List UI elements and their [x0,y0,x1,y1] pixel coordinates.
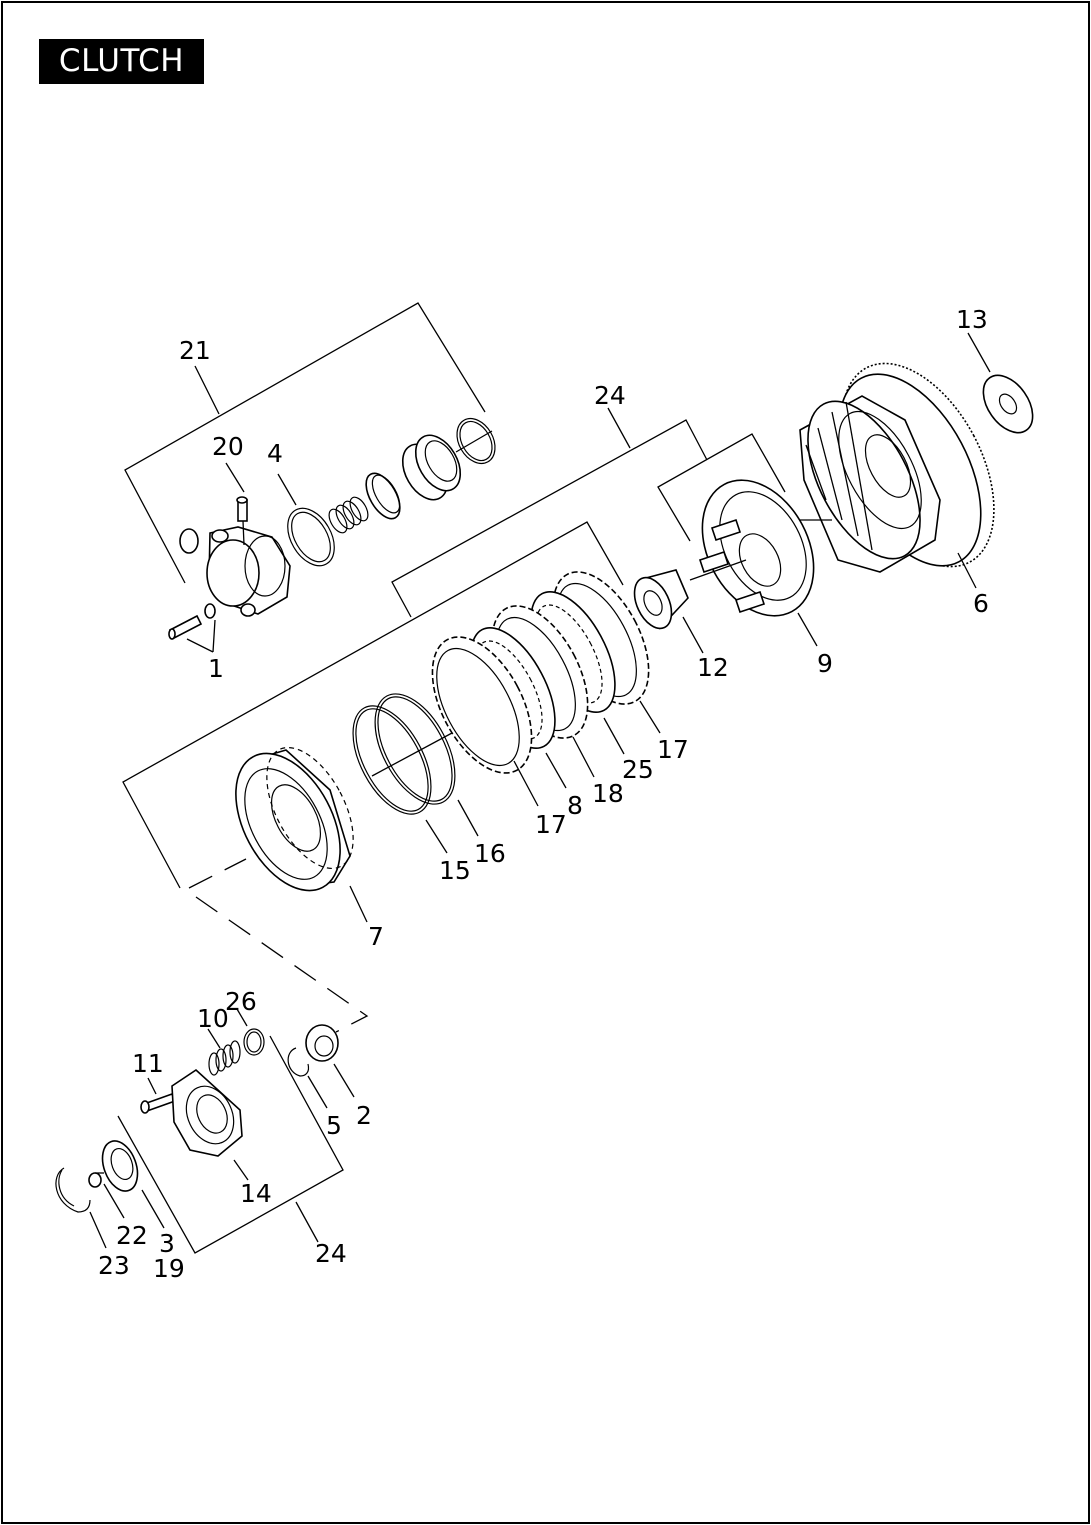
callout-19: 19 [153,1254,185,1283]
part-5-retaining-ring [287,1047,310,1077]
part-17-friction-plate-front [431,636,533,774]
callout-25: 25 [622,755,654,784]
part-1-screw [168,603,216,653]
part-6-clutch-shell [799,362,995,573]
part-3-adjuster-cap [101,1140,139,1192]
callout-24-upper: 24 [594,381,626,410]
callout-15: 15 [439,856,471,885]
callout-20: 20 [212,432,244,461]
callout-23: 23 [98,1251,130,1280]
page-title: CLUTCH [39,39,204,84]
part-26-washer [243,1028,265,1056]
callout-13: 13 [956,305,988,334]
part-21-release-cylinder [179,496,291,617]
part-13-thrust-washer [982,374,1034,434]
callout-16: 16 [474,839,506,868]
part-21-piston [365,472,401,520]
callout-26: 26 [225,987,257,1016]
callout-24-lower: 24 [315,1239,347,1268]
part-4-o-ring [287,507,335,567]
assembly-bracket-24-lower [117,858,369,1254]
callout-17-rear: 17 [657,735,689,764]
part-21-spring [328,496,369,534]
callout-18: 18 [592,779,624,808]
part-23-retaining-ring [55,1167,91,1213]
part-11-screw [140,1092,177,1114]
callout-5: 5 [326,1111,342,1140]
callout-9: 9 [817,649,833,678]
part-2-nut [305,1024,339,1062]
callout-6: 6 [973,589,989,618]
callout-numbers: 21 24 13 20 4 6 1 12 9 17 25 18 8 17 16 … [98,305,989,1283]
callout-21: 21 [179,336,211,365]
part-22-adjusting-screw [88,1172,104,1188]
callout-12: 12 [697,653,729,682]
part-16-spring-ring [374,693,456,805]
callout-4: 4 [267,439,283,468]
assembly-bracket-24-upper [122,407,786,889]
callout-3: 3 [159,1229,175,1258]
callout-7: 7 [368,922,384,951]
part-10-spring [208,1040,241,1076]
callout-8: 8 [567,791,583,820]
part-14-bearing-plate [171,1068,243,1157]
part-7-pressure-plate [235,746,354,892]
part-15-ring [352,705,453,815]
callout-14: 14 [240,1179,272,1208]
assembly-bracket-21 [124,302,486,584]
leader-lines [89,332,991,1249]
part-21-seal [401,434,462,501]
callout-11: 11 [132,1049,164,1078]
callout-17-front: 17 [535,810,567,839]
callout-2: 2 [356,1101,372,1130]
callout-1: 1 [208,654,224,683]
callout-22: 22 [116,1221,148,1250]
part-12-bearing [633,569,689,630]
part-9-clutch-hub [689,479,815,617]
callout-10: 10 [197,1004,229,1033]
part-21-ring [455,417,496,465]
